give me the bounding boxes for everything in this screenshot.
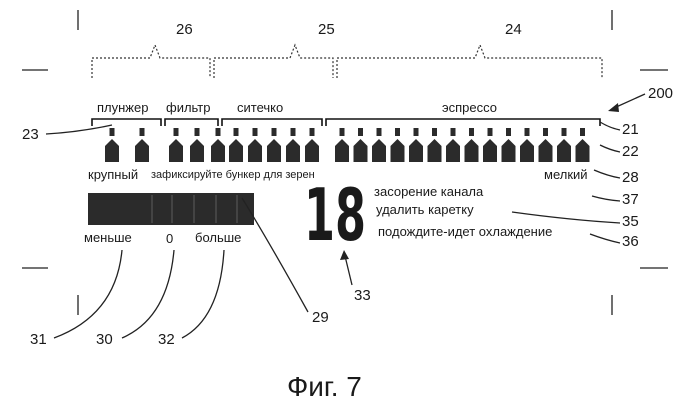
- label-filter: фильтр: [166, 100, 210, 115]
- ref-33: 33: [354, 287, 371, 304]
- segment-block: [576, 139, 590, 162]
- arrow-200-line: [614, 94, 645, 108]
- grind-segments: [105, 128, 590, 162]
- ref-37: 37: [622, 191, 639, 208]
- segment-block: [190, 139, 204, 162]
- segment-indicator: [253, 128, 258, 136]
- leader-28: [594, 170, 620, 178]
- label-coarse: крупный: [88, 167, 138, 182]
- big-number-display: 18: [304, 173, 366, 257]
- segment-block: [372, 139, 386, 162]
- segment-indicator: [272, 128, 277, 136]
- segment-block: [539, 139, 553, 162]
- segment-block: [135, 139, 149, 162]
- ref-25: 25: [318, 21, 335, 38]
- leader-36: [590, 234, 620, 243]
- ref-23: 23: [22, 126, 39, 143]
- segment-indicator: [340, 128, 345, 136]
- ref-29: 29: [312, 309, 329, 326]
- segment-block: [409, 139, 423, 162]
- segment-indicator: [543, 128, 548, 136]
- segment-indicator: [580, 128, 585, 136]
- figure-caption: Фиг. 7: [287, 371, 362, 402]
- segment-block: [520, 139, 534, 162]
- segment-indicator: [488, 128, 493, 136]
- label-sieve: ситечко: [237, 100, 283, 115]
- dark-bar: [88, 193, 254, 225]
- ref-200: 200: [648, 85, 673, 102]
- label-espresso: эспрессо: [442, 100, 497, 115]
- segment-block: [483, 139, 497, 162]
- section-braces: [92, 45, 602, 78]
- leader-23: [46, 125, 112, 134]
- segment-block: [446, 139, 460, 162]
- segment-block: [557, 139, 571, 162]
- segment-block: [229, 139, 243, 162]
- segment-indicator: [140, 128, 145, 136]
- ref-35: 35: [622, 213, 639, 230]
- label-plunger: плунжер: [97, 100, 148, 115]
- segment-rail: [92, 119, 600, 126]
- segment-block: [502, 139, 516, 162]
- segment-indicator: [525, 128, 530, 136]
- segment-indicator: [562, 128, 567, 136]
- ref-32: 32: [158, 331, 175, 348]
- segment-indicator: [377, 128, 382, 136]
- segment-block: [267, 139, 281, 162]
- arrow-200-head: [608, 103, 619, 112]
- label-more: больше: [195, 230, 241, 245]
- label-fix-hopper: зафиксируйте бункер для зерен: [151, 169, 315, 181]
- leader-22: [600, 145, 620, 152]
- leader-31: [54, 250, 122, 338]
- segment-block: [428, 139, 442, 162]
- segment-indicator: [432, 128, 437, 136]
- segment-indicator: [291, 128, 296, 136]
- segment-block: [391, 139, 405, 162]
- ref-26: 26: [176, 21, 193, 38]
- segment-block: [465, 139, 479, 162]
- segment-indicator: [216, 128, 221, 136]
- message-clog: засорение канала: [374, 184, 484, 199]
- leader-30: [122, 250, 174, 338]
- leader-29: [242, 198, 308, 312]
- segment-indicator: [358, 128, 363, 136]
- segment-indicator: [506, 128, 511, 136]
- label-fine: мелкий: [544, 167, 588, 182]
- ref-21: 21: [622, 121, 639, 138]
- leader-37: [592, 196, 620, 201]
- segment-indicator: [174, 128, 179, 136]
- arrow-33-line: [345, 256, 352, 285]
- leader-32: [182, 250, 224, 338]
- label-less: меньше: [84, 230, 132, 245]
- label-zero: 0: [166, 231, 173, 246]
- segment-indicator: [234, 128, 239, 136]
- segment-indicator: [451, 128, 456, 136]
- ref-24: 24: [505, 21, 522, 38]
- segment-indicator: [195, 128, 200, 136]
- message-remove: удалить каретку: [376, 202, 474, 217]
- ref-22: 22: [622, 143, 639, 160]
- segment-block: [286, 139, 300, 162]
- leader-21: [600, 122, 620, 130]
- segment-indicator: [110, 128, 115, 136]
- ref-31: 31: [30, 331, 47, 348]
- message-wait: подождите-идет охлаждение: [378, 224, 552, 239]
- segment-indicator: [395, 128, 400, 136]
- segment-indicator: [414, 128, 419, 136]
- leader-35: [512, 212, 620, 223]
- ref-30: 30: [96, 331, 113, 348]
- segment-indicator: [469, 128, 474, 136]
- segment-block: [248, 139, 262, 162]
- segment-block: [211, 139, 225, 162]
- segment-block: [169, 139, 183, 162]
- ref-28: 28: [622, 169, 639, 186]
- segment-indicator: [310, 128, 315, 136]
- segment-block: [335, 139, 349, 162]
- segment-block: [354, 139, 368, 162]
- ref-36: 36: [622, 233, 639, 250]
- segment-block: [305, 139, 319, 162]
- segment-block: [105, 139, 119, 162]
